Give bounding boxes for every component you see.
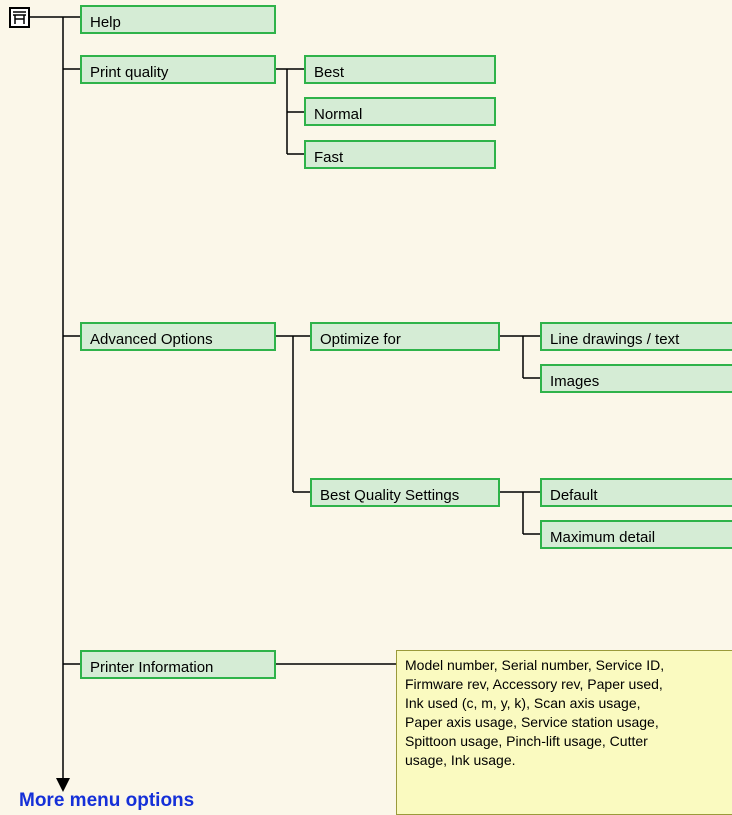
printer-information-details: Model number, Serial number, Service ID,…	[396, 650, 732, 815]
option-maximum-detail[interactable]: Maximum detail	[540, 520, 732, 549]
more-menu-options-link[interactable]: More menu options	[19, 790, 195, 811]
menu-item-optimize-for[interactable]: Optimize for	[310, 322, 500, 351]
details-line: usage, Ink usage.	[405, 752, 516, 768]
details-line: Firmware rev, Accessory rev, Paper used,	[405, 676, 663, 692]
printer-icon	[9, 7, 30, 28]
option-images[interactable]: Images	[540, 364, 732, 393]
details-line: Spittoon usage, Pinch-lift usage, Cutter	[405, 733, 648, 749]
menu-item-best-quality-settings[interactable]: Best Quality Settings	[310, 478, 500, 507]
menu-item-printer-information[interactable]: Printer Information	[80, 650, 276, 679]
menu-item-print-quality[interactable]: Print quality	[80, 55, 276, 84]
option-fast[interactable]: Fast	[304, 140, 496, 169]
details-line: Model number, Serial number, Service ID,	[405, 657, 665, 673]
option-best[interactable]: Best	[304, 55, 496, 84]
menu-item-advanced-options[interactable]: Advanced Options	[80, 322, 276, 351]
details-line: Paper axis usage, Service station usage,	[405, 714, 659, 730]
details-line: Ink used (c, m, y, k), Scan axis usage,	[405, 695, 641, 711]
option-line-drawings-text[interactable]: Line drawings / text	[540, 322, 732, 351]
menu-item-help[interactable]: Help	[80, 5, 276, 34]
option-default[interactable]: Default	[540, 478, 732, 507]
option-normal[interactable]: Normal	[304, 97, 496, 126]
